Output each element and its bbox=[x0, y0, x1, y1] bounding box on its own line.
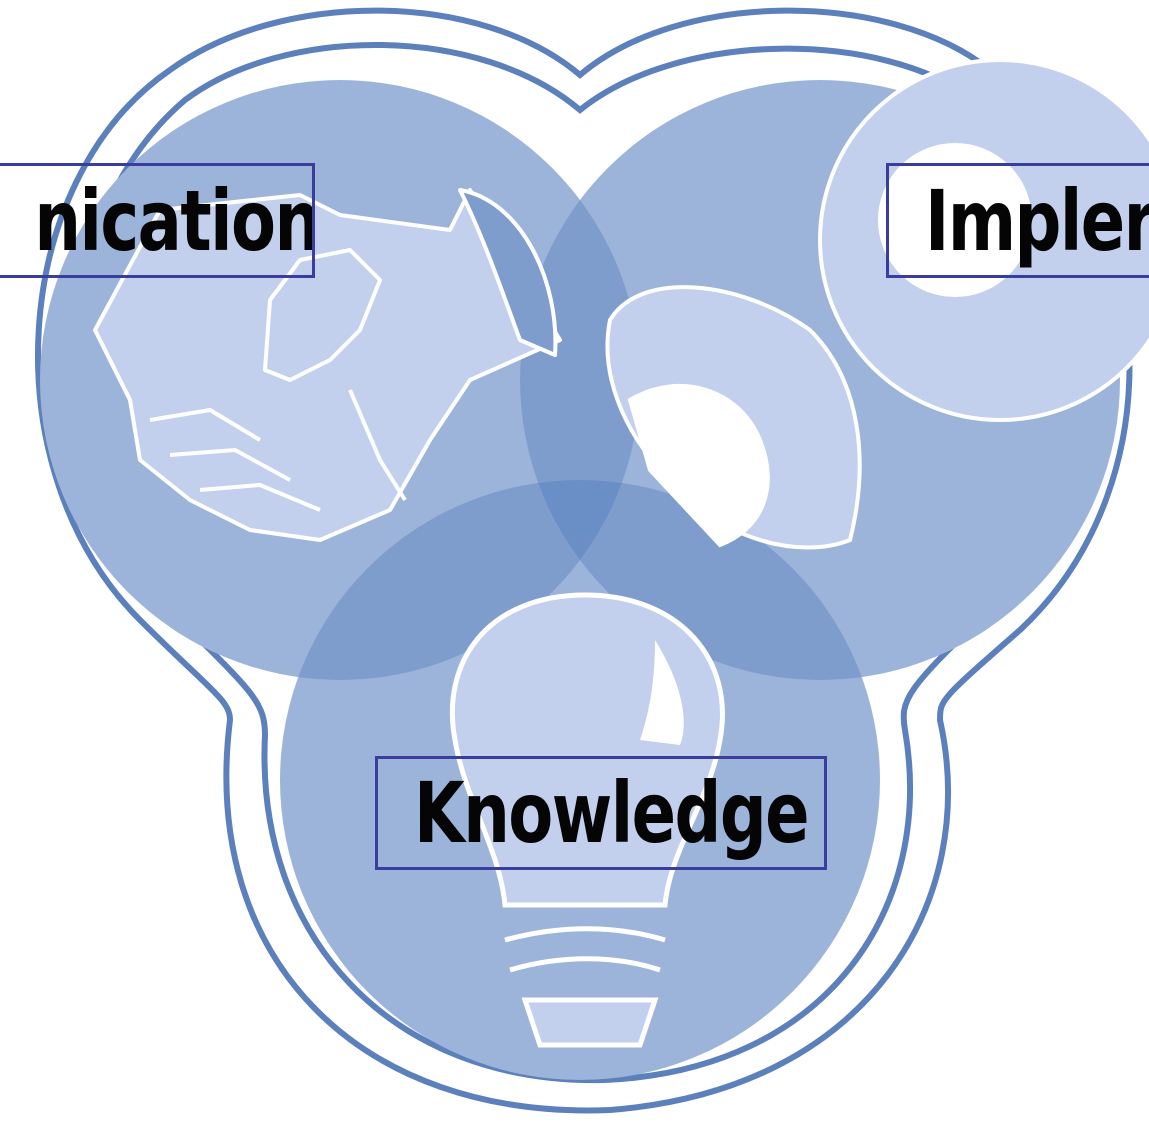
label-communication: nication bbox=[0, 163, 315, 278]
label-implementation: Impler bbox=[886, 163, 1149, 278]
label-knowledge: Knowledge bbox=[375, 756, 827, 870]
label-knowledge-text: Knowledge bbox=[414, 771, 808, 855]
label-implementation-text: Impler bbox=[925, 179, 1149, 263]
label-communication-text: nication bbox=[35, 179, 315, 263]
